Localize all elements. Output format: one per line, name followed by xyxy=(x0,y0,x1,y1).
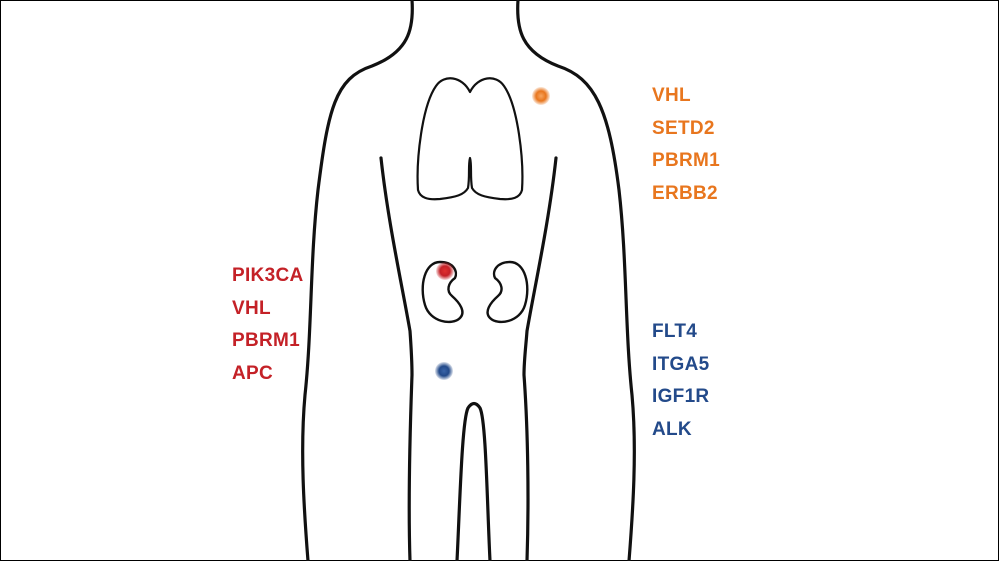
pelvis-gene-list: FLT4 ITGA5 IGF1R ALK xyxy=(652,316,709,446)
pelvis-gene-item: ALK xyxy=(652,418,692,440)
lungs-outline xyxy=(416,77,524,201)
pelvis-gene-item: IGF1R xyxy=(652,386,710,407)
torso-outline-left xyxy=(379,156,414,561)
kidney-gene-list: PIK3CA VHL PBRM1 APC xyxy=(232,260,303,390)
kidney-gene-item: VHL xyxy=(232,297,271,319)
pelvis-gene-item: ITGA5 xyxy=(652,353,710,375)
lung-gene-item: ERBB2 xyxy=(652,182,718,204)
lung-gene-item: VHL xyxy=(652,85,691,106)
kidney-gene-item: APC xyxy=(232,362,274,384)
torso-outline-right xyxy=(522,156,558,561)
body-outline-left xyxy=(301,0,414,561)
kidney-gene-item: PBRM1 xyxy=(232,330,301,351)
kidney-right-outline xyxy=(486,260,529,324)
pelvis-lesion-dot xyxy=(435,362,453,380)
kidney-lesion-dot xyxy=(436,262,454,280)
body-outline-right xyxy=(516,0,636,561)
lung-gene-item: PBRM1 xyxy=(652,150,721,171)
pelvis-gene-item: FLT4 xyxy=(652,321,698,342)
lung-gene-item: SETD2 xyxy=(652,117,715,139)
lung-lesion-dot xyxy=(532,87,550,105)
leg-outline-inner xyxy=(455,401,492,561)
kidney-gene-item: PIK3CA xyxy=(232,265,304,286)
lung-gene-list: VHL SETD2 PBRM1 ERBB2 xyxy=(652,80,720,210)
kidney-left-outline xyxy=(421,260,464,324)
